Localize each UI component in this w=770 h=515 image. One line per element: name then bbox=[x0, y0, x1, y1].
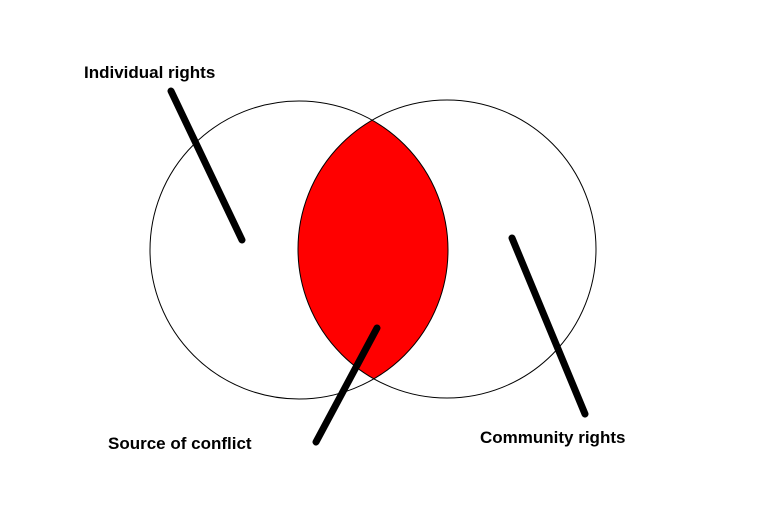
conflict-pointer bbox=[312, 324, 381, 446]
community-rights-label: Community rights bbox=[480, 428, 626, 447]
community-rights-circle bbox=[297, 99, 597, 399]
individual-rights-label: Individual rights bbox=[84, 63, 216, 82]
intersection-region bbox=[298, 101, 448, 398]
individual-rights-circle bbox=[149, 100, 449, 400]
individual-rights-pointer bbox=[167, 87, 246, 244]
community-rights-pointer bbox=[508, 234, 589, 418]
source-of-conflict-label: Source of conflict bbox=[108, 434, 252, 453]
